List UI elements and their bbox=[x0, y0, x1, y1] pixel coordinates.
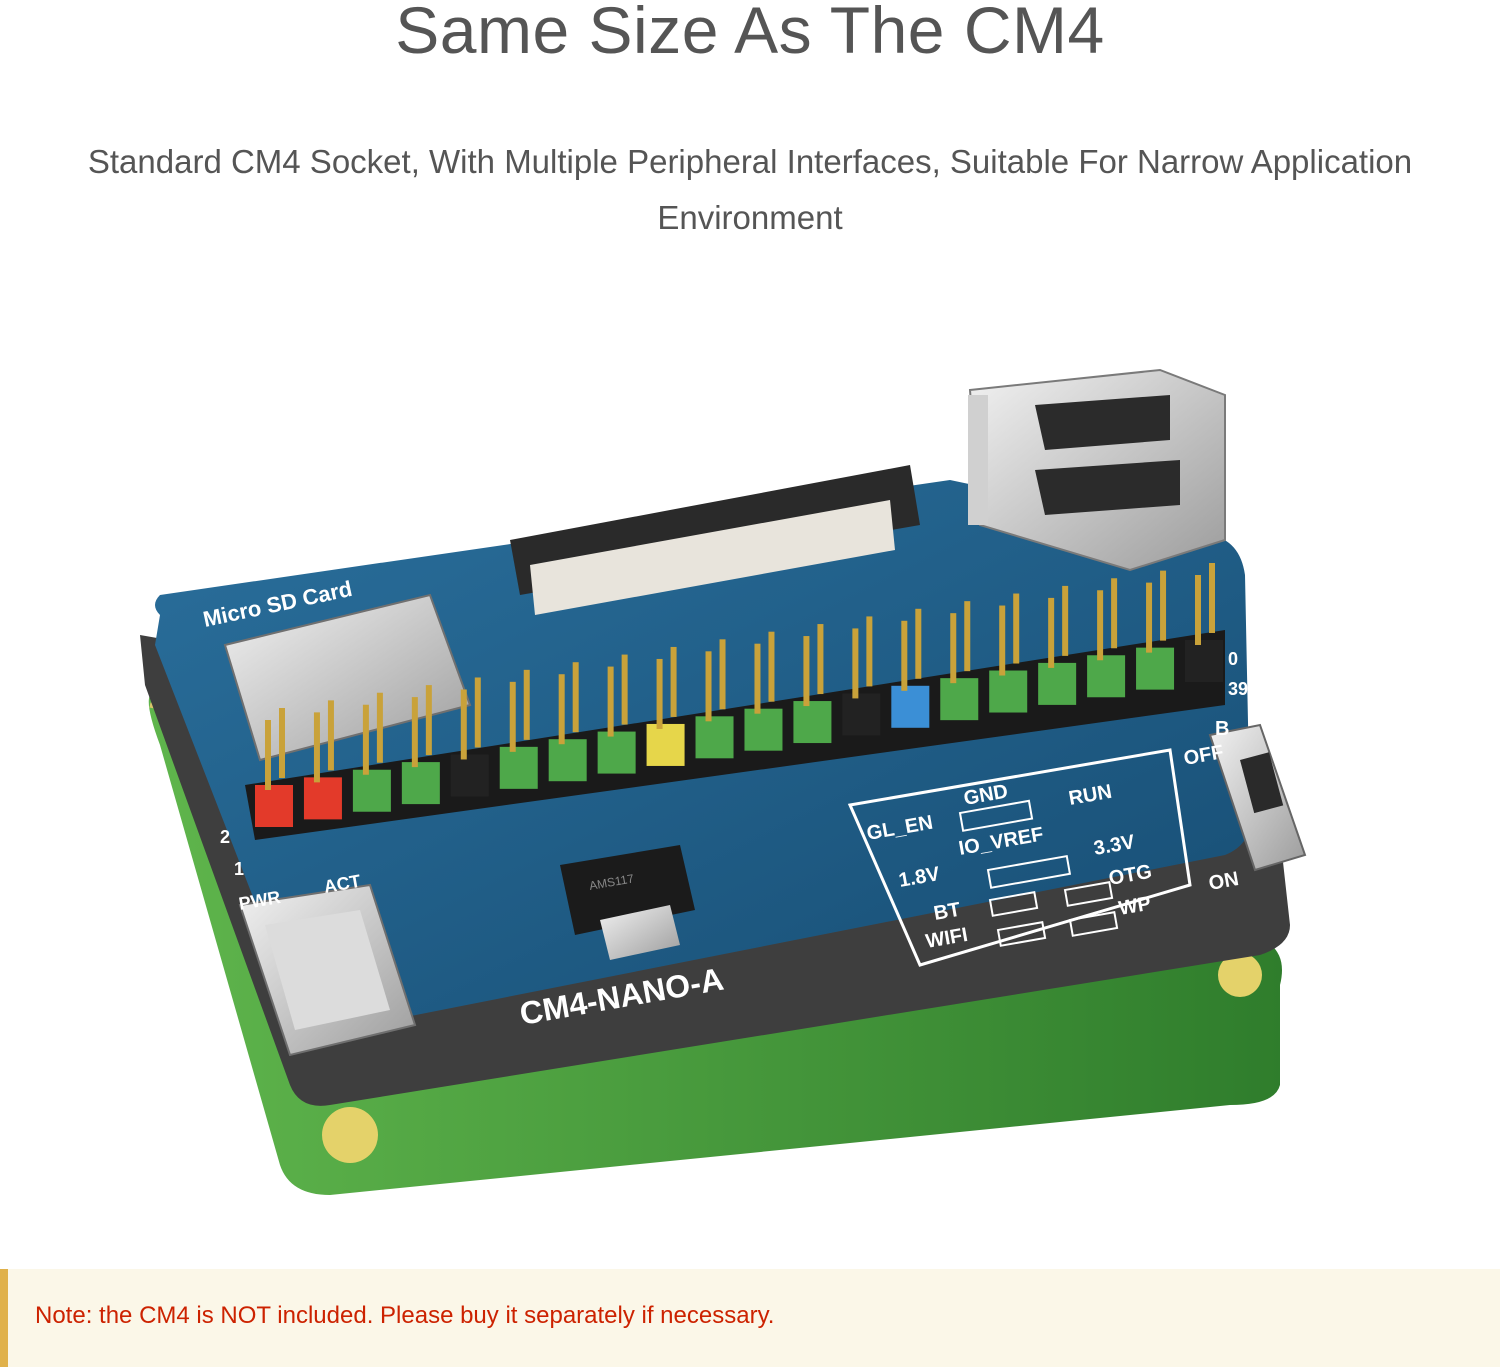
header-pin bbox=[901, 620, 908, 691]
bt-label: BT bbox=[932, 899, 962, 925]
header-pin-base bbox=[989, 670, 1028, 713]
header-pin bbox=[1013, 593, 1020, 664]
header-pin-base bbox=[255, 785, 293, 827]
header-pin bbox=[509, 681, 516, 752]
header-pin-base bbox=[842, 693, 881, 736]
header-pin bbox=[362, 704, 369, 775]
header-pin-base bbox=[1136, 647, 1175, 690]
note-banner: Note: the CM4 is NOT included. Please bu… bbox=[0, 1269, 1500, 1367]
header-pin bbox=[866, 616, 873, 687]
header-pin bbox=[474, 677, 481, 748]
header-pin bbox=[460, 689, 467, 760]
header-pin-base bbox=[352, 769, 391, 812]
header-pin bbox=[607, 666, 614, 737]
header-pin bbox=[1209, 563, 1215, 633]
header-pin bbox=[768, 631, 775, 702]
header-pin-base bbox=[450, 754, 489, 797]
header-pin bbox=[1146, 582, 1153, 653]
header-pin bbox=[964, 601, 971, 672]
header-pin-base bbox=[744, 708, 783, 751]
header-pin bbox=[1195, 575, 1201, 645]
header-pin bbox=[670, 646, 677, 717]
header-pin bbox=[817, 624, 824, 695]
product-photo: Micro SD Card 2 1 0 39 GND RUN GL_EN IO_… bbox=[130, 365, 1370, 1200]
header-pin-base bbox=[1087, 655, 1126, 698]
header-pin-base bbox=[499, 746, 538, 789]
usb-c-port: PWR ACT bbox=[237, 871, 417, 1057]
header-pin bbox=[1097, 590, 1104, 661]
note-text: Note: the CM4 is NOT included. Please bu… bbox=[35, 1302, 775, 1329]
header-pin-base bbox=[793, 701, 832, 744]
header-pin bbox=[265, 720, 271, 790]
voltage-regulator: AMS117 bbox=[560, 845, 695, 960]
pin-2-label: 2 bbox=[220, 827, 230, 847]
header-pin bbox=[572, 662, 579, 733]
jumper-panel: GND RUN GL_EN IO_VREF 3.3V 1.8V OTG BT W… bbox=[847, 748, 1192, 967]
header-pin bbox=[411, 697, 418, 768]
header-pin-base bbox=[401, 762, 440, 805]
header-pin bbox=[376, 692, 383, 763]
header-pin bbox=[327, 700, 334, 771]
header-pin-base bbox=[548, 739, 587, 782]
header-pin bbox=[1062, 585, 1069, 656]
pin-40-label: 0 bbox=[1228, 649, 1238, 669]
header-pin-base bbox=[303, 777, 342, 820]
header-pin bbox=[705, 651, 712, 722]
pin-39-label: 39 bbox=[1228, 679, 1248, 699]
header-pin bbox=[1048, 597, 1055, 668]
header-pin bbox=[1111, 578, 1118, 649]
header-pin bbox=[852, 628, 859, 699]
boot-label: B bbox=[1215, 718, 1229, 740]
header-pin bbox=[950, 613, 957, 684]
header-pin bbox=[1160, 570, 1167, 641]
header-pin bbox=[279, 708, 285, 778]
header-pin bbox=[999, 605, 1006, 676]
gpio-header: 2 1 0 39 bbox=[220, 563, 1248, 879]
header-pin bbox=[523, 669, 530, 740]
page-title: Same Size As The CM4 bbox=[395, 0, 1105, 67]
header-pin-base bbox=[597, 731, 636, 774]
header-pin bbox=[803, 636, 810, 707]
header-pin bbox=[719, 639, 726, 710]
header-pin bbox=[754, 643, 761, 714]
fpc-connector bbox=[510, 465, 920, 615]
header-pin-base bbox=[1038, 662, 1077, 705]
header-pin bbox=[621, 654, 628, 725]
header-pin-base bbox=[695, 716, 734, 759]
usb-a-port bbox=[968, 368, 1226, 572]
page-subtitle: Standard CM4 Socket, With Multiple Perip… bbox=[87, 143, 1413, 236]
header-pin-base bbox=[940, 678, 979, 721]
boot-switch: OFF ON B bbox=[1182, 718, 1307, 895]
header-pin bbox=[656, 658, 663, 729]
header-pin-base bbox=[891, 685, 930, 728]
header-pin bbox=[425, 685, 432, 756]
header-pin-base bbox=[646, 723, 685, 766]
header-pin-base bbox=[1185, 640, 1223, 682]
header-pin bbox=[558, 674, 565, 745]
pin-1-label: 1 bbox=[234, 859, 244, 879]
header-pin bbox=[313, 712, 320, 783]
header-pin bbox=[915, 608, 922, 679]
boot-on-label: ON bbox=[1207, 868, 1240, 895]
